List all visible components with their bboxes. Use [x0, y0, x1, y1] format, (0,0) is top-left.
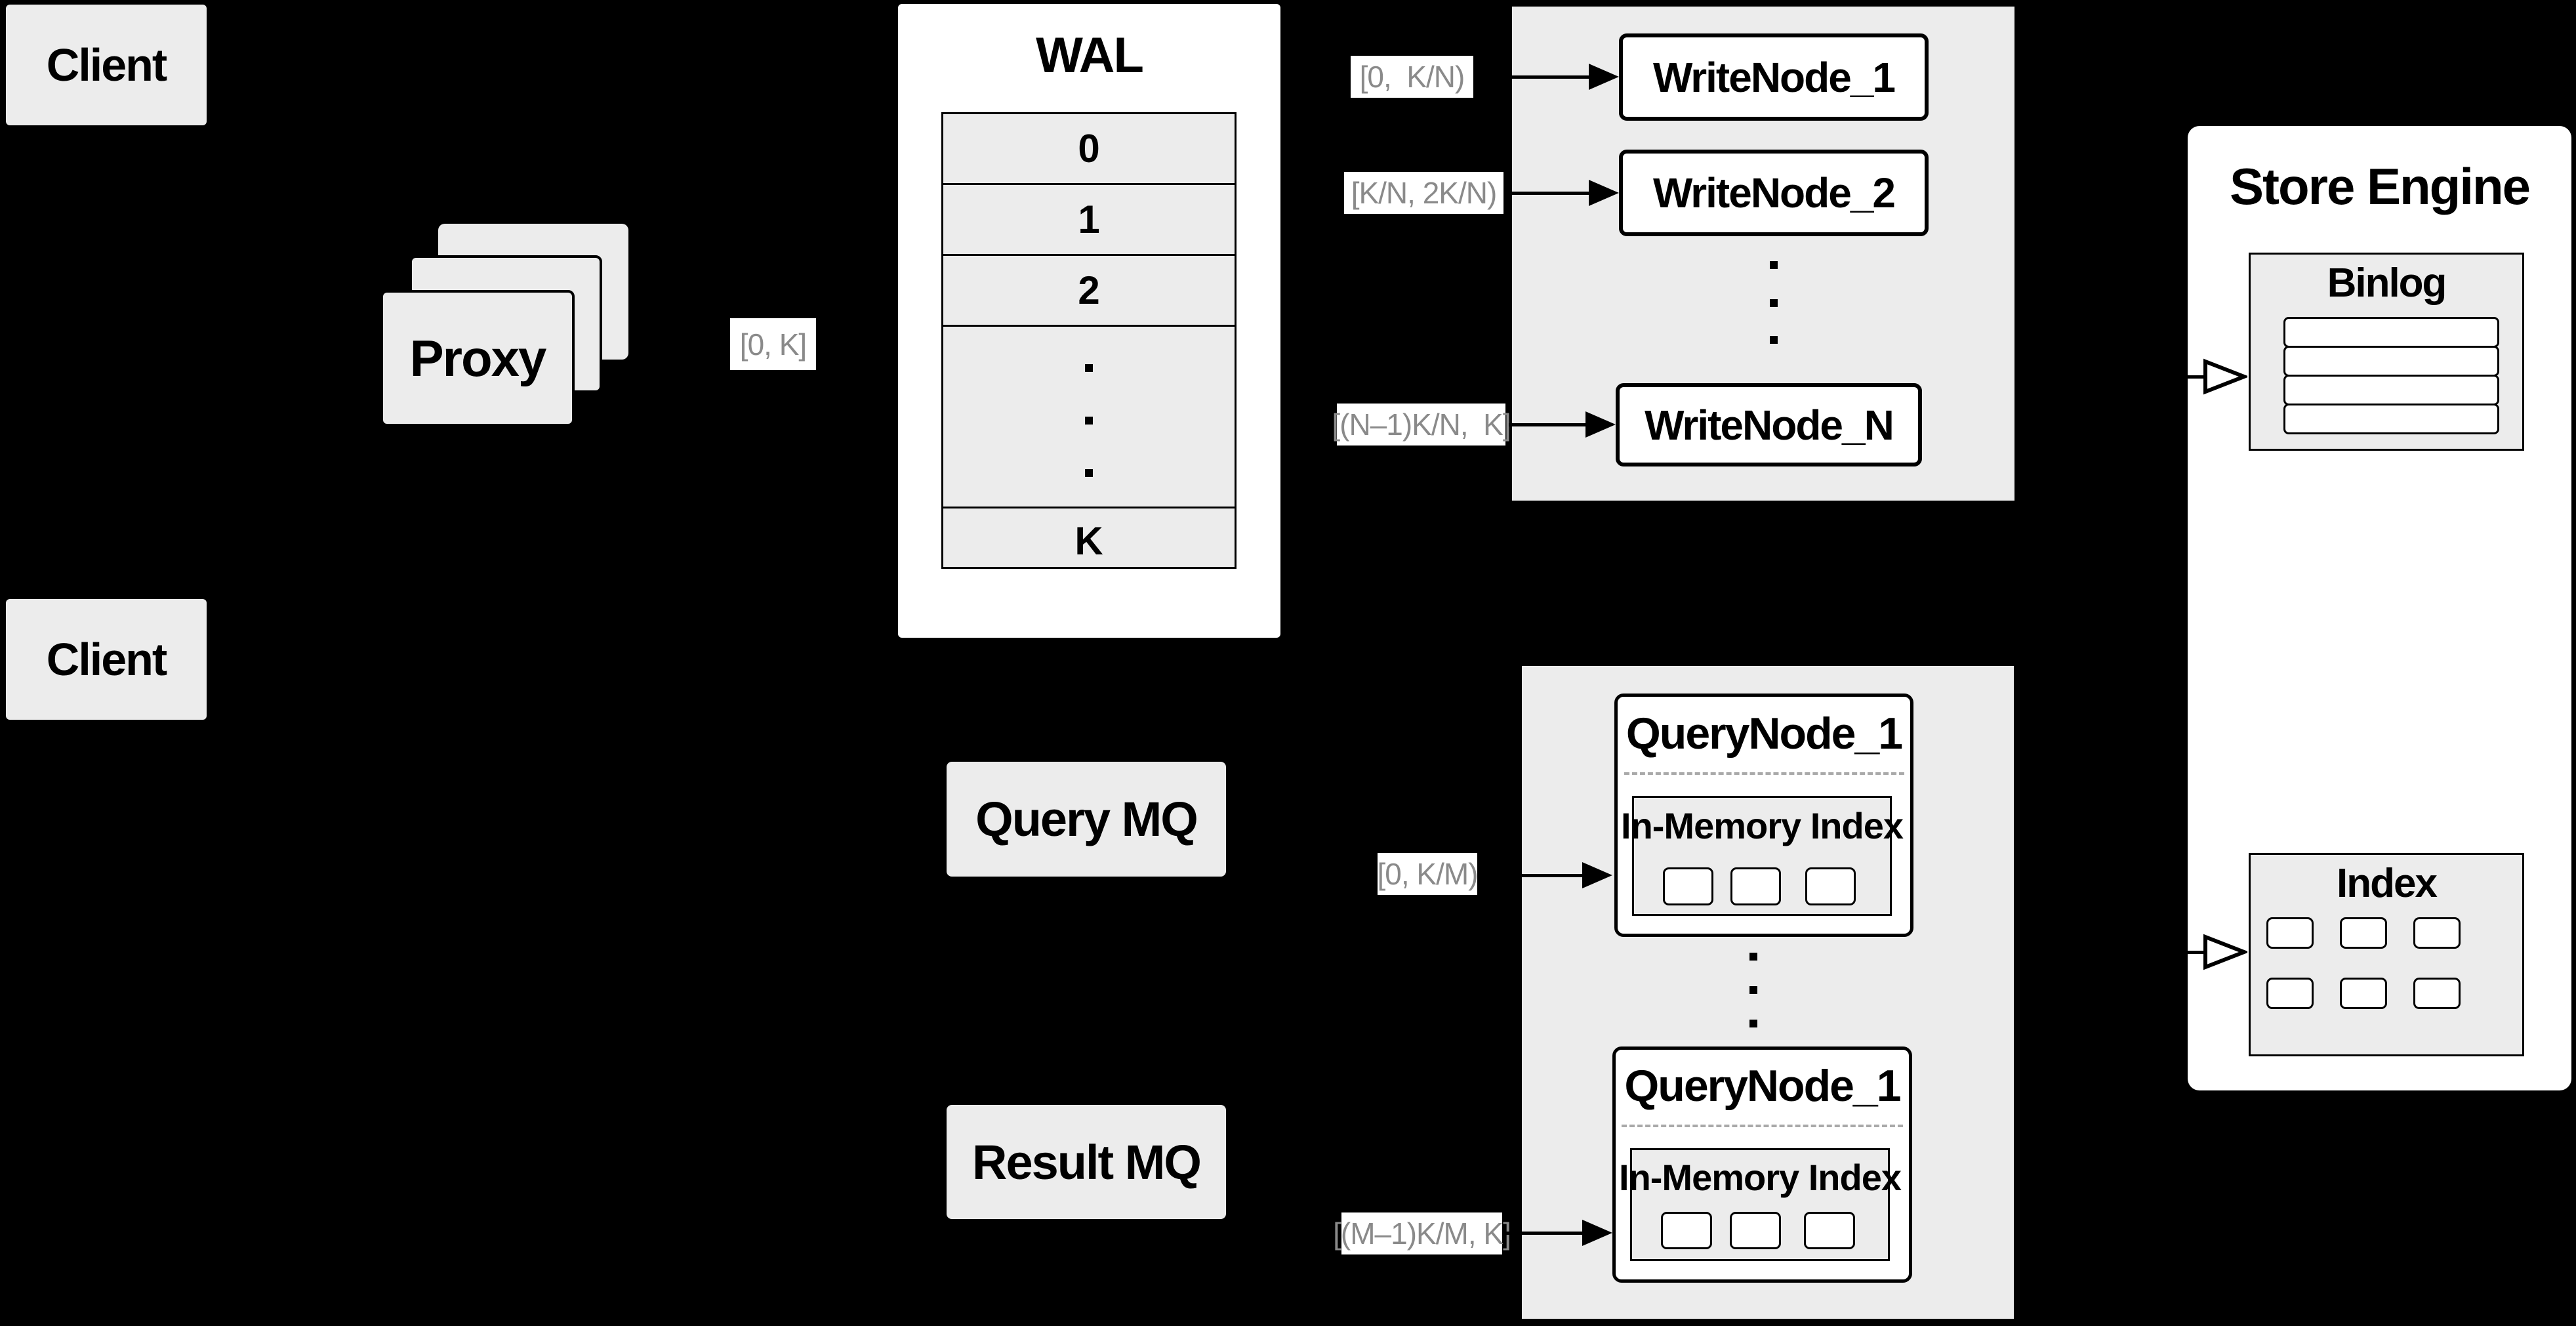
- index-cell: [2413, 978, 2461, 1009]
- querynode-2-inmemory-text: In-Memory Index: [1619, 1156, 1902, 1198]
- query-range-text-2: [(M–1)K/M, K]: [1333, 1216, 1511, 1251]
- arrow-binlog-head: [2203, 358, 2247, 395]
- binlog-row: [2283, 404, 2499, 434]
- write-ellipsis-dot: [1770, 261, 1778, 269]
- arrow-writenode-2-shaft: [1509, 192, 1590, 195]
- arrow-index-head: [2203, 934, 2247, 970]
- writenode-n-label: WriteNode_N: [1645, 401, 1894, 449]
- wal-ellipsis-dot: [1085, 417, 1093, 425]
- write-range-label-2: [K/N, 2K/N): [1344, 172, 1503, 214]
- wal-row-1: 1: [943, 185, 1235, 256]
- proxy-range-text: [0, K]: [739, 327, 807, 362]
- wal-row-k: K: [943, 508, 1235, 573]
- querynode-1-divider: [1624, 772, 1904, 775]
- proxy-label: Proxy: [409, 329, 547, 387]
- binlog-row: [2283, 346, 2499, 377]
- wal-table: 0 1 2 K: [941, 112, 1237, 569]
- querynode-1-title: QueryNode_1: [1614, 707, 1913, 760]
- wal-row-2-text: 2: [1078, 268, 1100, 312]
- segment-cell: [1730, 1212, 1781, 1249]
- writenode-2-label: WriteNode_2: [1652, 169, 1896, 217]
- index-cell: [2340, 978, 2387, 1009]
- index-cell: [2340, 917, 2387, 949]
- query-mq-label: Query MQ: [975, 792, 1198, 846]
- binlog-title: Binlog: [2249, 259, 2524, 306]
- segment-cell: [1804, 1212, 1855, 1249]
- write-ellipsis-dot: [1770, 336, 1778, 344]
- wal-title: WAL: [898, 25, 1280, 85]
- wal-ellipsis-dot: [1085, 469, 1093, 477]
- writenode-1-label: WriteNode_1: [1652, 53, 1896, 101]
- querynode-2-title: QueryNode_1: [1612, 1060, 1912, 1112]
- arrow-writenode-2-head: [1589, 180, 1619, 206]
- query-mq-box: Query MQ: [947, 762, 1226, 877]
- arrow-querynode-2-shaft: [1506, 1232, 1582, 1235]
- client-top-label: Client: [46, 39, 167, 91]
- segment-cell: [1730, 867, 1781, 905]
- client-bottom-label: Client: [46, 634, 167, 685]
- index-box: [2249, 853, 2524, 1056]
- wal-row-ellipsis: [943, 327, 1235, 508]
- querynode-1-inmemory-title: In-Memory Index: [1621, 802, 1904, 849]
- query-ellipsis-dot: [1749, 1020, 1757, 1027]
- arrow-index-shaft: [2155, 951, 2205, 954]
- proxy-card-front: Proxy: [380, 290, 575, 426]
- arrow-writenode-n-head: [1585, 411, 1616, 438]
- index-cell: [2266, 978, 2314, 1009]
- index-cell: [2413, 917, 2461, 949]
- proxy-range-label: [0, K]: [730, 318, 816, 370]
- index-title-text: Index: [2337, 860, 2438, 906]
- query-range-text-1: [0, K/M): [1377, 857, 1478, 891]
- wal-row-0-text: 0: [1078, 127, 1100, 171]
- wal-row-1-text: 1: [1078, 197, 1100, 241]
- querynode-2-divider: [1622, 1125, 1903, 1127]
- arrow-writenode-n-shaft: [1509, 423, 1587, 426]
- querynode-1-title-text: QueryNode_1: [1625, 709, 1903, 758]
- query-ellipsis-dot: [1749, 986, 1757, 994]
- result-mq-label: Result MQ: [972, 1134, 1202, 1190]
- store-engine-title: Store Engine: [2188, 156, 2571, 217]
- write-range-label-3: [(N–1)K/N, K]: [1332, 404, 1511, 445]
- arrow-writenode-1-shaft: [1480, 75, 1590, 79]
- query-range-label-1: [0, K/M): [1377, 853, 1479, 895]
- wal-title-text: WAL: [1036, 27, 1144, 83]
- segment-cell: [1805, 867, 1856, 905]
- querynode-2-title-text: QueryNode_1: [1624, 1061, 1901, 1111]
- writenode-2-box: WriteNode_2: [1619, 150, 1929, 236]
- segment-cell: [1661, 1212, 1712, 1249]
- client-bottom-box: Client: [6, 599, 207, 720]
- wal-ellipsis-dot: [1085, 364, 1093, 372]
- writenode-n-box: WriteNode_N: [1616, 383, 1922, 466]
- binlog-row: [2283, 375, 2499, 405]
- query-ellipsis-dot: [1749, 953, 1757, 961]
- binlog-title-text: Binlog: [2327, 260, 2447, 306]
- write-ellipsis-dot: [1770, 299, 1778, 307]
- querynode-2-inmemory-title: In-Memory Index: [1619, 1153, 1902, 1201]
- client-top-box: Client: [6, 5, 207, 125]
- writenode-1-box: WriteNode_1: [1619, 33, 1929, 121]
- store-engine-title-text: Store Engine: [2229, 157, 2531, 215]
- index-title: Index: [2249, 860, 2524, 907]
- arrow-writenode-1-head: [1589, 64, 1619, 90]
- wal-row-0: 0: [943, 114, 1235, 185]
- wal-row-k-text: K: [1074, 518, 1103, 563]
- write-range-text-2: [K/N, 2K/N): [1351, 176, 1498, 210]
- arrow-querynode-1-head: [1582, 862, 1612, 888]
- binlog-row: [2283, 317, 2499, 348]
- index-cell: [2266, 917, 2314, 949]
- segment-cell: [1663, 867, 1713, 905]
- querynode-1-inmemory-text: In-Memory Index: [1621, 804, 1904, 846]
- wal-row-2: 2: [943, 256, 1235, 327]
- query-range-label-2: [(M–1)K/M, K]: [1333, 1212, 1511, 1254]
- arrow-querynode-1-shaft: [1481, 874, 1582, 877]
- write-range-text-1: [0, K/N): [1359, 60, 1465, 94]
- write-range-text-3: [(N–1)K/N, K]: [1332, 407, 1511, 442]
- result-mq-box: Result MQ: [947, 1105, 1226, 1219]
- arrow-binlog-shaft: [2155, 375, 2205, 379]
- write-range-label-1: [0, K/N): [1351, 56, 1473, 98]
- arrow-querynode-2-head: [1582, 1220, 1612, 1246]
